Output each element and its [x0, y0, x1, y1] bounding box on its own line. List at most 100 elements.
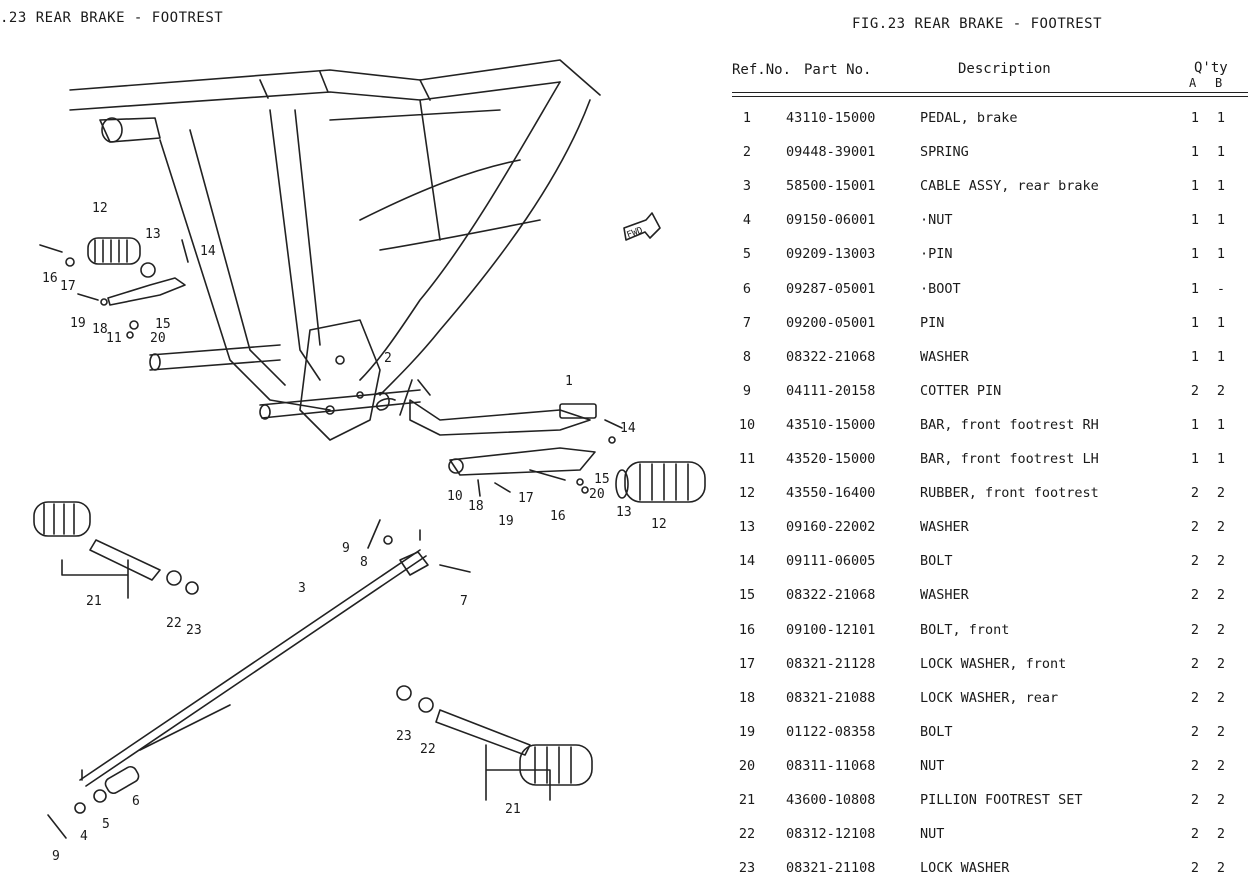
qty-b: 1 — [1216, 110, 1226, 126]
callout-12: 12 — [651, 517, 667, 532]
description: BAR, front footrest RH — [920, 416, 1099, 433]
qty-b: 1 — [1216, 178, 1226, 195]
ref-no: 8 — [742, 348, 752, 365]
qty-a: 2 — [1190, 587, 1200, 604]
description: BOLT — [920, 723, 953, 740]
description: SPRING — [920, 144, 969, 161]
left-page-title: .23 REAR BRAKE - FOOTREST — [0, 10, 224, 26]
description: ·BOOT — [920, 280, 961, 297]
ref-no: 9 — [742, 382, 752, 399]
callout-10: 10 — [447, 489, 463, 504]
callout-20: 20 — [150, 331, 166, 346]
qty-b: 1 — [1216, 246, 1226, 263]
part-no: 43600-10808 — [786, 792, 876, 808]
qty-b: 2 — [1216, 826, 1226, 843]
description: LOCK WASHER, front — [920, 655, 1067, 672]
ref-no: 17 — [738, 655, 756, 672]
qty-b: 2 — [1216, 553, 1226, 570]
callout-22: 22 — [166, 616, 182, 631]
description: NUT — [920, 826, 945, 843]
header-qty: Q'ty — [1194, 60, 1228, 76]
qty-b: 2 — [1216, 757, 1226, 774]
qty-a: 1 — [1190, 451, 1200, 467]
part-no: 09160-22002 — [786, 519, 876, 536]
callout-13: 13 — [145, 227, 161, 242]
qty-a: 2 — [1190, 655, 1200, 672]
callout-19: 19 — [498, 514, 514, 529]
ref-no: 18 — [738, 689, 756, 706]
qty-b: 1 — [1216, 144, 1226, 161]
callout-11: 11 — [106, 331, 122, 346]
description: LOCK WASHER — [920, 860, 1010, 877]
part-no: 43510-15000 — [786, 416, 876, 433]
header-qty-b: B — [1215, 76, 1223, 90]
part-no: 08321-21108 — [786, 860, 876, 877]
exploded-parts-diagram: FWD 1 2 3 4 5 6 7 8 9 9 10 11 12 12 13 1… — [33, 59, 706, 864]
qty-b: 2 — [1216, 689, 1226, 706]
callout-18: 18 — [468, 499, 484, 514]
callout-20: 20 — [589, 487, 605, 502]
callout-12: 12 — [92, 201, 108, 216]
callout-labels: 1 2 3 4 5 6 7 8 9 9 10 11 12 12 13 13 14… — [42, 201, 667, 864]
part-no: 08312-12108 — [786, 826, 876, 843]
figure-title: FIG.23 REAR BRAKE - FOOTREST — [852, 16, 1103, 32]
part-no: 08321-21088 — [786, 689, 876, 706]
description: WASHER — [920, 348, 969, 365]
qty-a: 1 — [1190, 280, 1200, 297]
header-rule — [732, 92, 1248, 93]
description: PEDAL, brake — [920, 110, 1018, 126]
header-part-no: Part No. — [804, 62, 872, 78]
qty-a: 1 — [1190, 348, 1200, 365]
callout-3: 3 — [298, 581, 306, 596]
qty-a: 1 — [1190, 110, 1200, 126]
ref-no: 21 — [738, 792, 756, 808]
qty-a: 1 — [1190, 212, 1200, 229]
ref-no: 2 — [742, 144, 752, 161]
ref-no: 6 — [742, 280, 752, 297]
header-rule — [732, 96, 1248, 97]
qty-b: 2 — [1216, 587, 1226, 604]
callout-13: 13 — [616, 505, 632, 520]
ref-no: 15 — [738, 587, 756, 604]
ref-no: 14 — [738, 553, 756, 570]
description: COTTER PIN — [920, 382, 1002, 399]
frame-drawing — [33, 59, 706, 839]
qty-a: 1 — [1190, 144, 1200, 161]
callout-23: 23 — [396, 729, 412, 744]
callout-16: 16 — [42, 271, 58, 286]
ref-no: 13 — [738, 519, 756, 536]
qty-a: 2 — [1190, 621, 1200, 638]
qty-a: 2 — [1190, 792, 1200, 808]
callout-1: 1 — [565, 374, 573, 389]
qty-a: 2 — [1190, 826, 1200, 843]
callout-22: 22 — [420, 742, 436, 757]
part-no: 09448-39001 — [786, 144, 876, 161]
callout-6: 6 — [132, 794, 140, 809]
qty-b: 1 — [1216, 314, 1226, 331]
qty-a: 2 — [1190, 382, 1200, 399]
part-no: 09287-05001 — [786, 280, 876, 297]
description: WASHER — [920, 587, 969, 604]
qty-a: 2 — [1190, 519, 1200, 536]
qty-a: 2 — [1190, 723, 1200, 740]
part-no: 43520-15000 — [786, 451, 876, 467]
part-no: 43550-16400 — [786, 485, 876, 502]
ref-no: 12 — [738, 485, 756, 502]
ref-no: 22 — [738, 826, 756, 843]
callout-19: 19 — [70, 316, 86, 331]
header-ref-no: Ref.No. — [732, 62, 792, 78]
callout-21: 21 — [86, 594, 102, 609]
qty-a: 2 — [1190, 757, 1200, 774]
